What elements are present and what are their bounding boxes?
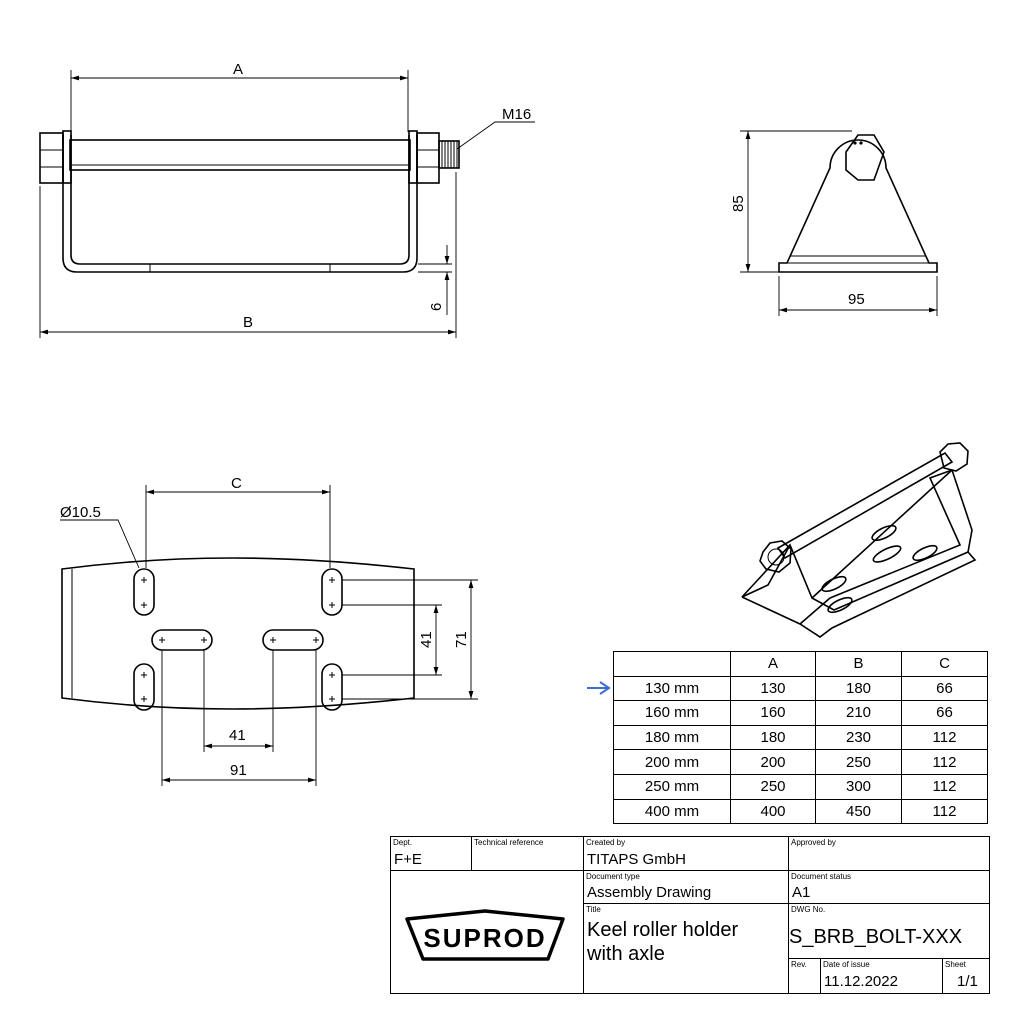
table-cell: 112 [901,798,988,825]
table-row: 180 mm 180 230 112 [613,724,988,751]
approved-by-label: Approved by [791,838,836,847]
table-row: 400 mm 400 450 112 [613,798,988,825]
selected-row-arrow-icon [587,681,611,695]
title-line-1: Keel roller holder [587,919,739,941]
dept-cell: Dept. F+E [391,837,472,871]
date-value: 11.12.2022 [824,973,898,990]
dim-b-label: B [243,314,253,331]
table-cell: 230 [815,724,902,751]
sheet-label: Sheet [945,960,966,969]
table-cell: 180 [815,675,902,702]
table-cell: 112 [901,773,988,800]
tech-ref-label: Technical reference [474,838,544,847]
dim-c-label: C [231,475,242,492]
doc-type-label: Document type [586,872,640,881]
rev-label: Rev. [791,960,807,969]
logo-text: SUPROD [423,923,546,953]
date-cell: Date of issue 11.12.2022 [821,959,943,993]
doc-status-value: A1 [792,884,811,901]
table-cell: 210 [815,700,902,726]
table-cell: 180 [730,724,816,751]
front-view [39,70,535,338]
plate-view [60,485,478,786]
sheet-value: 1/1 [957,973,978,990]
dept-label: Dept. [393,838,413,847]
sheet-cell: Sheet 1/1 [943,959,990,993]
doc-status-label: Document status [791,872,852,881]
dim-width-label: 95 [848,291,865,308]
dim-height-label: 85 [730,195,747,212]
dim-thread-label: M16 [502,106,531,123]
dwg-no-value: S_BRB_BOLT-XXX [789,926,963,948]
title-label: Title [586,905,601,914]
suprod-logo: SUPROD [405,909,565,961]
header-cell: B [815,651,902,677]
doc-type-value: Assembly Drawing [587,884,712,901]
dim-a-label: A [233,61,243,78]
table-cell: 200 [730,749,816,775]
title-cell: Title Keel roller holder with axle [584,904,789,993]
variants-table: A B C 130 mm 130 180 66 160 mm 160 210 6… [613,651,988,825]
dim-slot-large-label: 91 [230,762,247,779]
table-cell: 250 [815,749,902,775]
table-cell: 400 mm [613,798,731,825]
dept-value: F+E [394,851,422,868]
header-cell: C [901,651,988,677]
table-row: 160 mm 160 210 66 [613,700,988,726]
table-row: 200 mm 200 250 112 [613,749,988,775]
created-by-cell: Created by TITAPS GmbH [584,837,789,871]
table-cell: 112 [901,724,988,751]
table-cell: 400 [730,798,816,825]
doc-status-cell: Document status A1 [789,871,990,904]
table-cell: 130 [730,675,816,702]
table-cell: 160 mm [613,700,731,726]
dim-slot-small-label: 41 [229,727,246,744]
title-line-2: with axle [587,943,665,965]
table-cell: 112 [901,749,988,775]
title-block: Dept. F+E Technical reference Created by… [390,836,990,994]
dwg-no-label: DWG No. [791,905,826,914]
rev-cell: Rev. [789,959,821,993]
dim-thickness-label: 6 [428,303,445,311]
table-cell: 66 [901,700,988,726]
table-cell: 180 mm [613,724,731,751]
dwg-no-cell: DWG No. S_BRB_BOLT-XXX [789,904,990,959]
table-cell: 160 [730,700,816,726]
table-cell: 300 [815,773,902,800]
doc-type-cell: Document type Assembly Drawing [584,871,789,904]
header-cell [613,651,731,677]
side-view [740,130,938,316]
dim-vertical-outer-label: 71 [453,631,470,648]
table-cell: 130 mm [613,675,731,702]
table-header-row: A B C [613,651,988,677]
table-cell: 66 [901,675,988,702]
table-row: 130 mm 130 180 66 [613,675,988,702]
logo-cell: SUPROD [391,871,584,993]
header-cell: A [730,651,816,677]
table-cell: 450 [815,798,902,825]
table-cell: 250 [730,773,816,800]
date-label: Date of issue [823,960,870,969]
table-cell: 200 mm [613,749,731,775]
approved-by-cell: Approved by [789,837,990,871]
created-by-value: TITAPS GmbH [587,851,686,868]
dim-hole-label: Ø10.5 [60,504,101,521]
isometric-view [741,442,977,638]
table-cell: 250 mm [613,773,731,800]
created-by-label: Created by [586,838,626,847]
dim-vertical-inner-label: 41 [418,631,435,648]
tech-ref-cell: Technical reference [472,837,584,871]
table-row: 250 mm 250 300 112 [613,773,988,800]
